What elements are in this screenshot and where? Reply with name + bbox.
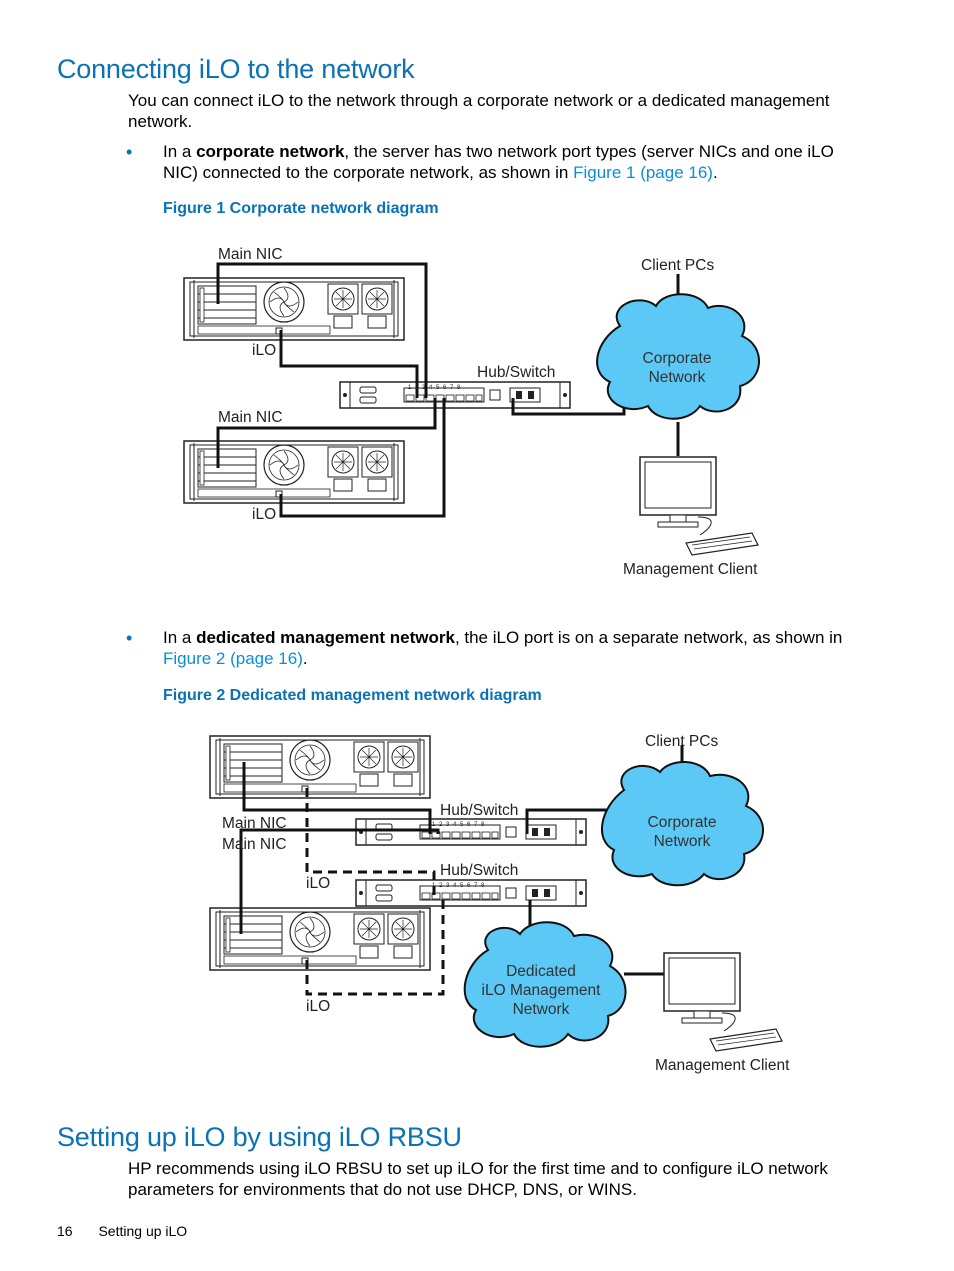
section-title: Connecting iLO to the network [57,54,415,84]
figure1-diagram: Main NIC iLO Main NIC iLO Hub/Switch Cli… [183,246,760,578]
hub-switch-label: Hub/Switch [477,364,555,381]
management-client-icon [639,456,759,556]
cloud-label: Dedicated [506,963,576,980]
section-title-rbsu: Setting up iLO by using iLO RBSU [57,1122,462,1152]
cable-switch-corp [525,808,612,834]
cloud-label: Corporate [648,814,717,831]
switch-port-numbers: 1 2 3 4 5 6 7 8 [432,883,485,889]
bullet-text: , the server has two network port types … [163,142,834,182]
cable-ilo-2 [279,398,446,518]
page-footer: 16 Setting up iLO [57,1223,209,1239]
cloud-label: Network [654,833,711,850]
management-client-label: Management Client [655,1057,790,1074]
hub-switch-label: Hub/Switch [440,862,518,879]
cable-main-nic-2 [216,398,437,468]
switch-port-numbers: 1 2 3 4 5 6 7 8 [408,385,461,391]
footer-chapter: Setting up iLO [98,1223,188,1239]
management-client-label: Management Client [623,561,758,578]
bullet-bold-term: dedicated management network [196,628,455,647]
bullet-text: , the iLO port is on a separate network,… [454,628,843,647]
figure1-caption: Figure 1 Corporate network diagram [163,200,439,217]
ilo-label: iLO [306,875,330,892]
bullet-text: In a [163,142,197,161]
cable-ilo-2-dashed [305,895,445,996]
page-number: 16 [57,1223,73,1239]
server-icon [209,907,431,971]
client-pcs-label: Client PCs [645,733,718,750]
bullet-marker: • [126,142,133,162]
switch-port-numbers: 1 2 3 4 5 6 7 8 [432,822,485,828]
rbsu-paragraph: HP recommends using iLO RBSU to set up i… [128,1159,828,1199]
cloud-label: Corporate [643,350,712,367]
corporate-network-cloud [596,293,760,420]
bullet-text: . [302,649,308,668]
bullet-bold-term: corporate network [196,142,345,161]
main-nic-label: Main NIC [222,836,287,853]
cloud-label: iLO Management [482,982,602,999]
bullet-text: . [712,163,718,182]
ilo-label: iLO [252,506,276,523]
cloud-label: Network [649,369,706,386]
figure2-link[interactable]: Figure 2 (page 16) [163,649,303,668]
cable-main-nic-1 [242,762,432,834]
cable-ilo-1 [279,330,419,398]
cloud-label: Network [513,1001,570,1018]
bullet-corporate: In a corporate network, the server has t… [163,141,873,183]
bullet-text: In a [163,628,197,647]
corporate-network-cloud [600,760,764,887]
figure2-caption: Figure 2 Dedicated management network di… [163,687,542,704]
intro-paragraph: You can connect iLO to the network throu… [128,91,830,131]
main-nic-label: Main NIC [218,409,283,426]
cable-main-nic-1 [216,262,428,398]
client-pcs-label: Client PCs [641,257,714,274]
main-nic-label: Main NIC [218,246,283,263]
cable-main-nic-2 [239,828,440,934]
bullet-dedicated: In a dedicated management network, the i… [163,627,873,669]
ilo-label: iLO [252,342,276,359]
bullet-marker: • [126,628,133,648]
figure1-link[interactable]: Figure 1 (page 16) [573,163,713,182]
management-client-icon [663,952,783,1052]
hub-switch-label: Hub/Switch [440,802,518,819]
ilo-label: iLO [306,998,330,1015]
dedicated-network-cloud [463,921,627,1048]
figure2-diagram: Main NIC Main NIC iLO iLO Hub/Switch Hub… [209,733,790,1074]
main-nic-label: Main NIC [222,815,287,832]
